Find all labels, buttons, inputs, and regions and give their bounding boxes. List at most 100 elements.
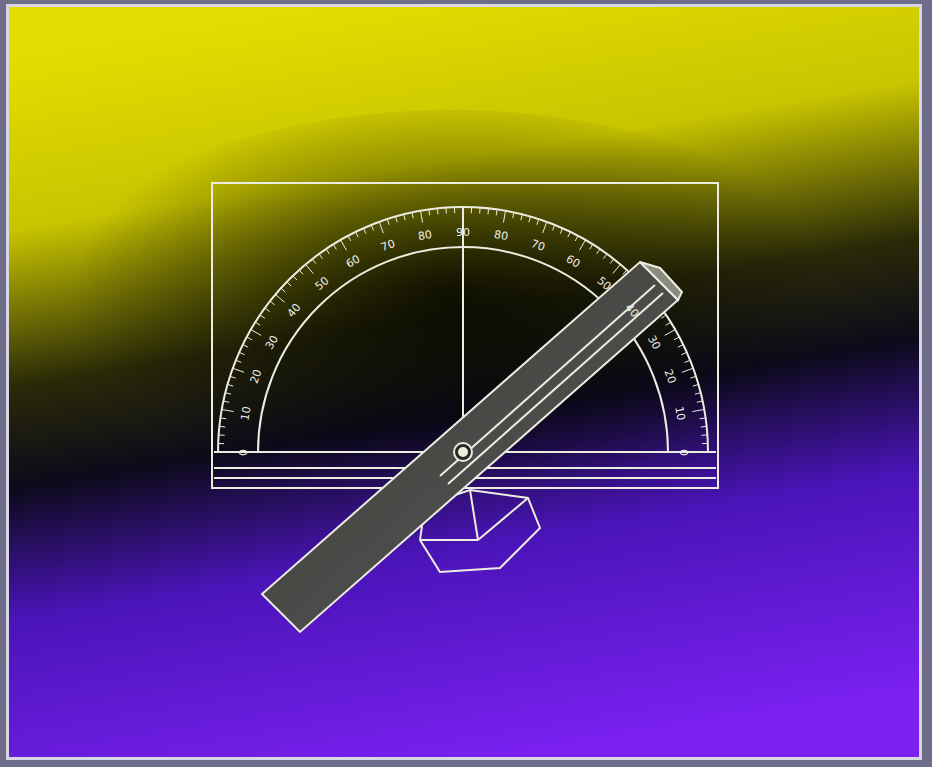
lock-knob <box>470 490 478 540</box>
scale-tick <box>678 345 683 348</box>
swing-arm <box>262 262 678 632</box>
scale-tick <box>682 368 693 372</box>
scale-tick <box>223 401 229 402</box>
scale-tick <box>696 452 708 453</box>
scale-tick <box>537 219 539 225</box>
scale-tick <box>568 232 571 237</box>
scale-tick <box>270 301 275 305</box>
lock-knob <box>478 498 528 540</box>
scale-number: 60 <box>564 253 582 270</box>
pivot <box>459 448 467 456</box>
scale-tick <box>363 228 365 233</box>
scale-number: 70 <box>530 238 547 253</box>
scale-tick <box>233 368 244 372</box>
scale-tick <box>341 240 347 250</box>
scale-tick <box>665 330 675 336</box>
scale-tick <box>543 222 547 233</box>
scale-tick <box>613 264 621 273</box>
scale-tick <box>553 225 555 231</box>
scale-tick <box>239 352 244 354</box>
scale-tick <box>222 409 234 411</box>
scale-number: 80 <box>493 229 509 242</box>
scale-tick <box>610 259 614 264</box>
scale-tick <box>521 214 522 220</box>
scale-tick <box>428 209 430 215</box>
scale-tick <box>243 345 248 348</box>
scale-tick <box>348 236 351 241</box>
scale-tick <box>471 207 472 213</box>
scale-tick <box>590 244 593 249</box>
scale-tick <box>219 434 225 435</box>
scale-tick <box>661 315 666 318</box>
scale-number: 20 <box>662 368 677 385</box>
background <box>9 7 919 757</box>
scale-tick <box>356 232 359 237</box>
scale-tick <box>575 236 578 241</box>
scale-tick <box>666 322 671 325</box>
scale-number: 20 <box>249 368 264 385</box>
scale-tick <box>404 214 405 220</box>
scale-tick <box>371 225 373 231</box>
arm-groove <box>440 285 655 476</box>
scale-tick <box>218 452 230 453</box>
scale-tick <box>701 426 707 428</box>
scale-tick <box>603 254 607 259</box>
scale-tick <box>513 212 514 218</box>
scale-tick <box>287 282 291 286</box>
base-plate <box>212 183 718 488</box>
pivot <box>454 443 472 461</box>
scale-tick <box>692 409 704 411</box>
scale-tick <box>560 228 562 233</box>
scale-tick <box>255 322 260 325</box>
scale-tick <box>230 376 236 378</box>
scale-tick <box>580 240 586 250</box>
scale-tick <box>695 393 701 394</box>
lock-knob <box>420 539 478 541</box>
scale-tick <box>674 337 679 340</box>
scale-tick <box>225 393 231 394</box>
scale-tick <box>387 219 389 225</box>
scale-tick <box>275 295 284 303</box>
scale-number: 10 <box>673 406 686 422</box>
scale-tick <box>306 264 314 273</box>
scale-number: 90 <box>456 227 470 238</box>
scale-tick <box>227 384 233 386</box>
scale-tick <box>454 207 455 213</box>
scale-number: 60 <box>344 253 362 270</box>
scale-tick <box>220 417 226 419</box>
scale-tick <box>487 208 489 214</box>
scale-tick <box>702 443 708 444</box>
scale-number: 40 <box>286 302 303 320</box>
scale-number: 30 <box>264 333 281 351</box>
scale-number: 50 <box>596 275 614 292</box>
scale-tick <box>685 360 691 362</box>
scale-number: 70 <box>379 238 396 253</box>
zero-line <box>462 207 464 452</box>
scale-tick <box>312 259 316 264</box>
scale-tick <box>700 417 706 419</box>
scale-number: 80 <box>417 229 433 242</box>
scale-number: 0 <box>238 449 249 456</box>
scale-tick <box>260 315 265 318</box>
pointer-tip <box>640 262 682 300</box>
scale-tick <box>529 216 531 222</box>
scale-number: 0 <box>678 449 689 456</box>
scale-tick <box>265 308 270 312</box>
scale-tick <box>247 337 252 340</box>
scale-tick <box>463 207 464 219</box>
scale-tick <box>326 249 329 254</box>
scale-tick <box>681 352 686 354</box>
scale-tick <box>479 208 480 214</box>
scale-number: 40 <box>623 302 640 320</box>
scale-tick <box>319 254 323 259</box>
scale-tick <box>293 276 297 280</box>
scale-tick <box>693 384 699 386</box>
scale-tick <box>379 222 383 233</box>
scale-tick <box>420 211 422 223</box>
scale-tick <box>503 211 505 223</box>
scale-tick <box>236 360 242 362</box>
scale-tick <box>219 426 225 428</box>
scale-tick <box>690 376 696 378</box>
